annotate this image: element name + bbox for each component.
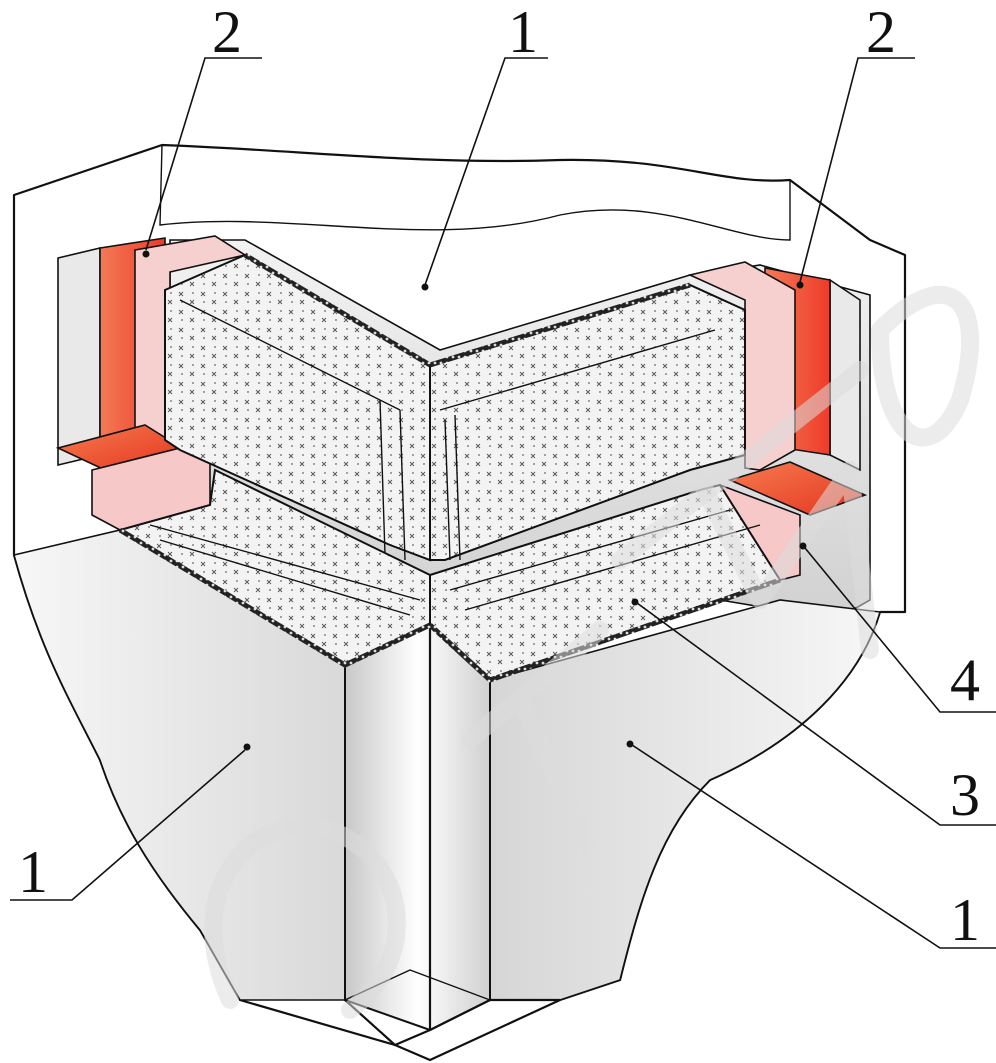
leaders <box>10 57 996 949</box>
left-steel-flange <box>57 246 101 467</box>
callout-label-bottom-right: 1 <box>950 887 980 953</box>
insulation-lower-right-border <box>428 577 781 683</box>
column-base <box>344 998 560 1047</box>
callout-label-bottom-left: 1 <box>18 839 48 905</box>
inner-cut-outline <box>159 144 791 241</box>
left-lower-wall <box>13 529 346 1001</box>
insulation-upper-right <box>429 283 746 561</box>
watermark <box>204 285 980 1019</box>
callout-label-top-left: 2 <box>212 0 242 65</box>
insulation-lower-left-groove <box>149 524 421 616</box>
callout-label-top-center: 1 <box>508 0 538 65</box>
right-lower-wall <box>489 599 882 1001</box>
insulation-upper-right-border <box>429 282 691 368</box>
insulation-upper-left-groove <box>179 299 406 561</box>
insulation-upper-left-border <box>243 252 432 368</box>
corner-column <box>344 618 491 1032</box>
callout-label-top-right: 2 <box>866 0 896 65</box>
callout-label-right-upper: 4 <box>950 647 980 713</box>
insulation-upper-right-groove <box>439 329 716 561</box>
insulation-lower-left-border <box>118 527 432 668</box>
callout-label-right-middle: 3 <box>950 762 980 828</box>
insulation-lower-right-groove <box>449 509 761 611</box>
